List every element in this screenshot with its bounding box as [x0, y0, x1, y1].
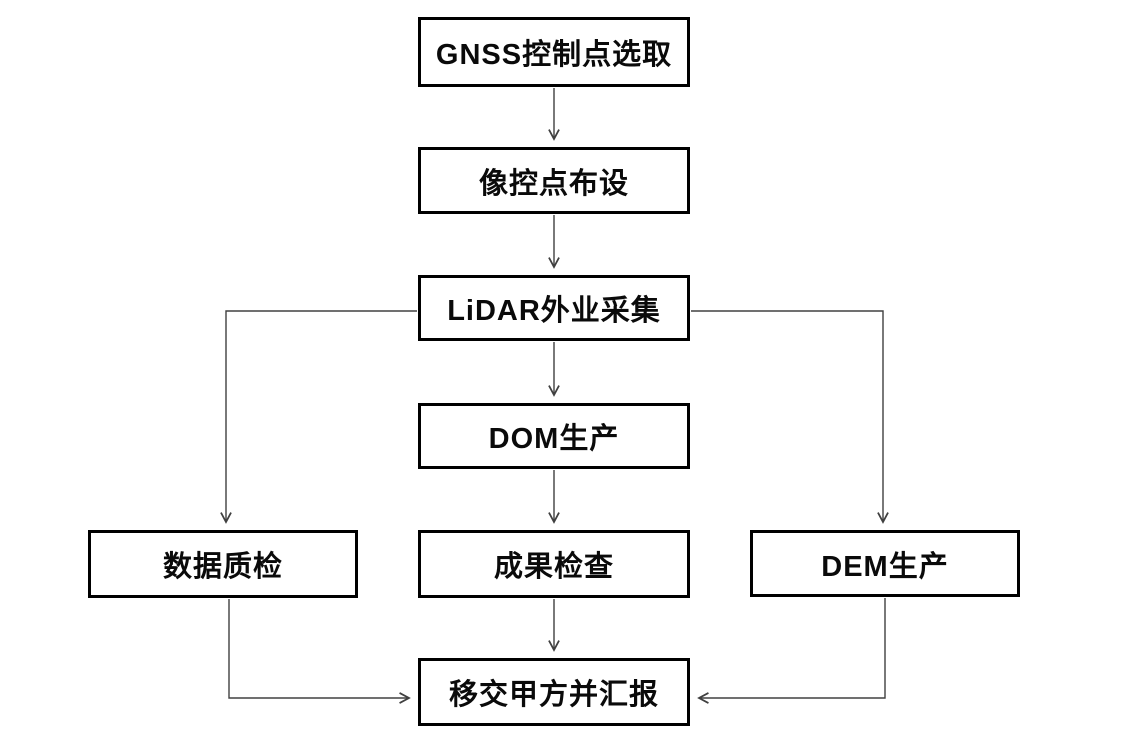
- node-label: 像控点布设: [478, 167, 629, 200]
- node-gnss-control-point-selection: GNSS控制点选取: [418, 17, 690, 87]
- node-label: 数据质检: [162, 551, 283, 583]
- node-handover-and-report: 移交甲方并汇报: [418, 658, 690, 726]
- node-label: 移交甲方并汇报: [448, 679, 659, 711]
- node-data-quality-check: 数据质检: [88, 530, 358, 598]
- node-dom-production: DOM生产: [418, 403, 690, 469]
- node-label: DEM生产: [821, 550, 949, 583]
- node-dem-production: DEM生产: [750, 530, 1020, 597]
- node-image-control-point-layout: 像控点布设: [418, 147, 690, 214]
- node-label: DOM生产: [488, 423, 620, 455]
- edge-lidar-to-qc: [220, 310, 417, 524]
- node-result-inspection: 成果检查: [418, 530, 690, 598]
- edge-dem-to-deliver: [697, 598, 886, 704]
- node-label: LiDAR外业采集: [447, 295, 661, 327]
- node-label: GNSS控制点选取: [435, 39, 673, 71]
- edge-lidar-to-dem: [691, 310, 889, 524]
- node-label: 成果检查: [493, 551, 614, 583]
- node-lidar-field-collection: LiDAR外业采集: [418, 275, 690, 341]
- edge-qc-to-deliver: [228, 599, 411, 704]
